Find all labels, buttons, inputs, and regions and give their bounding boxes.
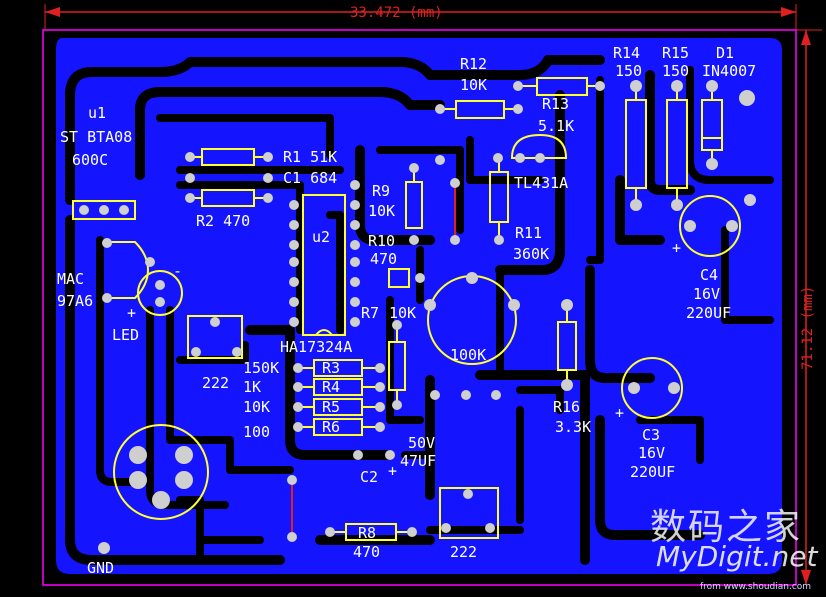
u2-label: u2	[312, 228, 330, 246]
r13-value: 5.1K	[538, 117, 574, 135]
c222-bottom-label: 222	[450, 543, 477, 561]
d1-label: D1	[716, 44, 734, 62]
tl431a-body	[510, 133, 568, 159]
led-body	[137, 270, 183, 316]
r12-label: R12	[460, 55, 487, 73]
r5-value: 10K	[243, 398, 270, 416]
r7-label: R7	[361, 304, 379, 322]
r8-label: R8	[358, 524, 376, 542]
r3-value: 150K	[243, 359, 279, 377]
watermark-source: from www.shoudian.com	[700, 582, 812, 592]
height-dimension-label: 71.12 (mm)	[800, 286, 816, 370]
r10-value: 470	[370, 250, 397, 268]
c222-left-label: 222	[202, 374, 229, 392]
r9-value: 10K	[368, 202, 395, 220]
u2-notch	[315, 329, 333, 336]
r6-label: R6	[322, 418, 340, 436]
mac-part-label: 97A6	[57, 292, 93, 310]
c4-plus: +	[672, 239, 681, 257]
c222-left-body	[187, 315, 243, 359]
r9-label: R9	[372, 182, 390, 200]
c3-label: C3	[642, 426, 660, 444]
dimension-right	[796, 29, 822, 585]
board-outline	[42, 29, 797, 586]
c3-body	[621, 357, 683, 419]
width-dimension-label: 33.472 (mm)	[350, 5, 443, 21]
c222-bottom-body	[439, 487, 499, 539]
tl431a-label: TL431A	[514, 174, 568, 192]
u1-rating-label: 600C	[72, 151, 108, 169]
c3-plus: +	[615, 404, 624, 422]
r16-value: 3.3K	[555, 418, 591, 436]
u2-body	[302, 194, 346, 336]
u1-label: u1	[88, 104, 106, 122]
c2-capacitance: 47UF	[400, 452, 436, 470]
r15-value: 150	[662, 62, 689, 80]
u1-footprint	[113, 424, 209, 520]
c2-voltage: 50V	[408, 434, 435, 452]
led-minus: -	[173, 262, 182, 280]
r8-value: 470	[353, 543, 380, 561]
c2-plus: +	[388, 462, 397, 480]
r4-value: 1K	[243, 378, 261, 396]
dimension-top	[44, 4, 797, 30]
mac-label: MAC	[57, 270, 84, 288]
mac97a6-body	[108, 241, 150, 299]
c2-label: C2	[360, 468, 378, 486]
gnd-label: GND	[87, 559, 114, 577]
c4-label: C4	[700, 266, 718, 284]
r6-value: 100	[243, 423, 270, 441]
r7-value: 10K	[389, 304, 416, 322]
r10-label: R10	[368, 232, 395, 250]
c4-capacitance: 220UF	[686, 304, 731, 322]
r4-label: R4	[322, 378, 340, 396]
led-plus: +	[127, 304, 136, 322]
pot-label: 100K	[450, 346, 486, 364]
r2-label: R2 470	[196, 212, 250, 230]
jumpers	[291, 183, 456, 537]
r15-label: R15	[662, 44, 689, 62]
r11-value: 360K	[513, 245, 549, 263]
u2-part-label: HA17324A	[280, 338, 352, 356]
c3-capacitance: 220UF	[630, 463, 675, 481]
watermark-en: MyDigit.net	[656, 540, 818, 573]
r16-label: R16	[553, 398, 580, 416]
watermark-cn: 数码之家	[650, 507, 803, 548]
pads	[72, 80, 756, 554]
c4-body	[679, 195, 741, 257]
d1-part-label: IN4007	[702, 62, 756, 80]
r3-label: R3	[322, 359, 340, 377]
c1-label: C1 684	[283, 169, 337, 187]
c3-voltage: 16V	[638, 444, 665, 462]
u1-part-label: ST BTA08	[60, 128, 132, 146]
silkscreen-text: u1 ST BTA08 600C R1 51K C1 684 R2 470 u2…	[57, 44, 756, 577]
r14-value: 150	[615, 62, 642, 80]
r11-label: R11	[515, 224, 542, 242]
r13-label: R13	[542, 95, 569, 113]
r5-label: R5	[322, 398, 340, 416]
r1-label: R1 51K	[283, 148, 337, 166]
r10-body	[388, 268, 410, 288]
r12-value: 10K	[460, 76, 487, 94]
c4-voltage: 16V	[693, 285, 720, 303]
led-label: LED	[112, 326, 139, 344]
r14-label: R14	[613, 44, 640, 62]
